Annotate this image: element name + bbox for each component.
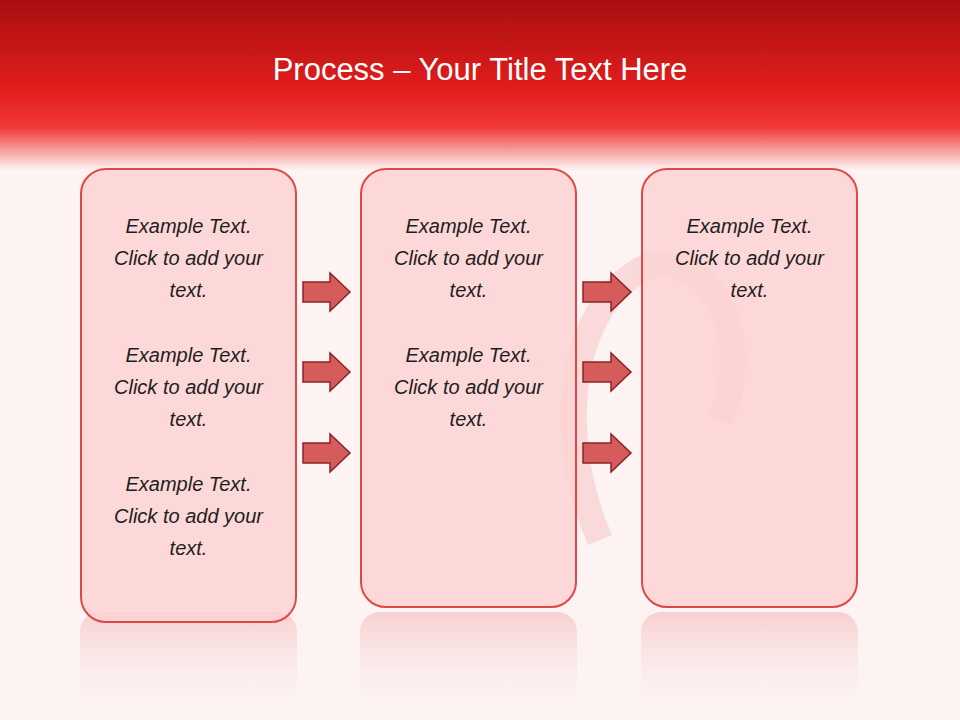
reflection <box>80 612 297 720</box>
process-box: Example Text. Click to add your text. Exa… <box>360 168 577 608</box>
block-arrow <box>303 434 350 472</box>
reflection <box>360 612 577 720</box>
process-box: Example Text. Click to add your text. <box>641 168 858 608</box>
block-arrow <box>583 353 631 391</box>
box-text: Example Text. Click to add your text. <box>394 210 544 306</box>
process-box: Example Text. Click to add your text. Exa… <box>80 168 297 623</box>
block-arrow <box>583 273 631 311</box>
slide-title: Process – Your Title Text Here <box>0 52 960 88</box>
box-text: Example Text. Click to add your text. <box>114 468 264 564</box>
box-text: Example Text. Click to add your text. <box>114 210 264 306</box>
header-band <box>0 0 960 170</box>
box-text: Example Text. Click to add your text. <box>114 339 264 435</box>
block-arrow <box>583 434 631 472</box>
reflection <box>641 612 858 720</box>
block-arrow <box>303 353 350 391</box>
box-text: Example Text. Click to add your text. <box>394 339 544 435</box>
block-arrow <box>303 273 350 311</box>
box-text: Example Text. Click to add your text. <box>675 210 825 306</box>
